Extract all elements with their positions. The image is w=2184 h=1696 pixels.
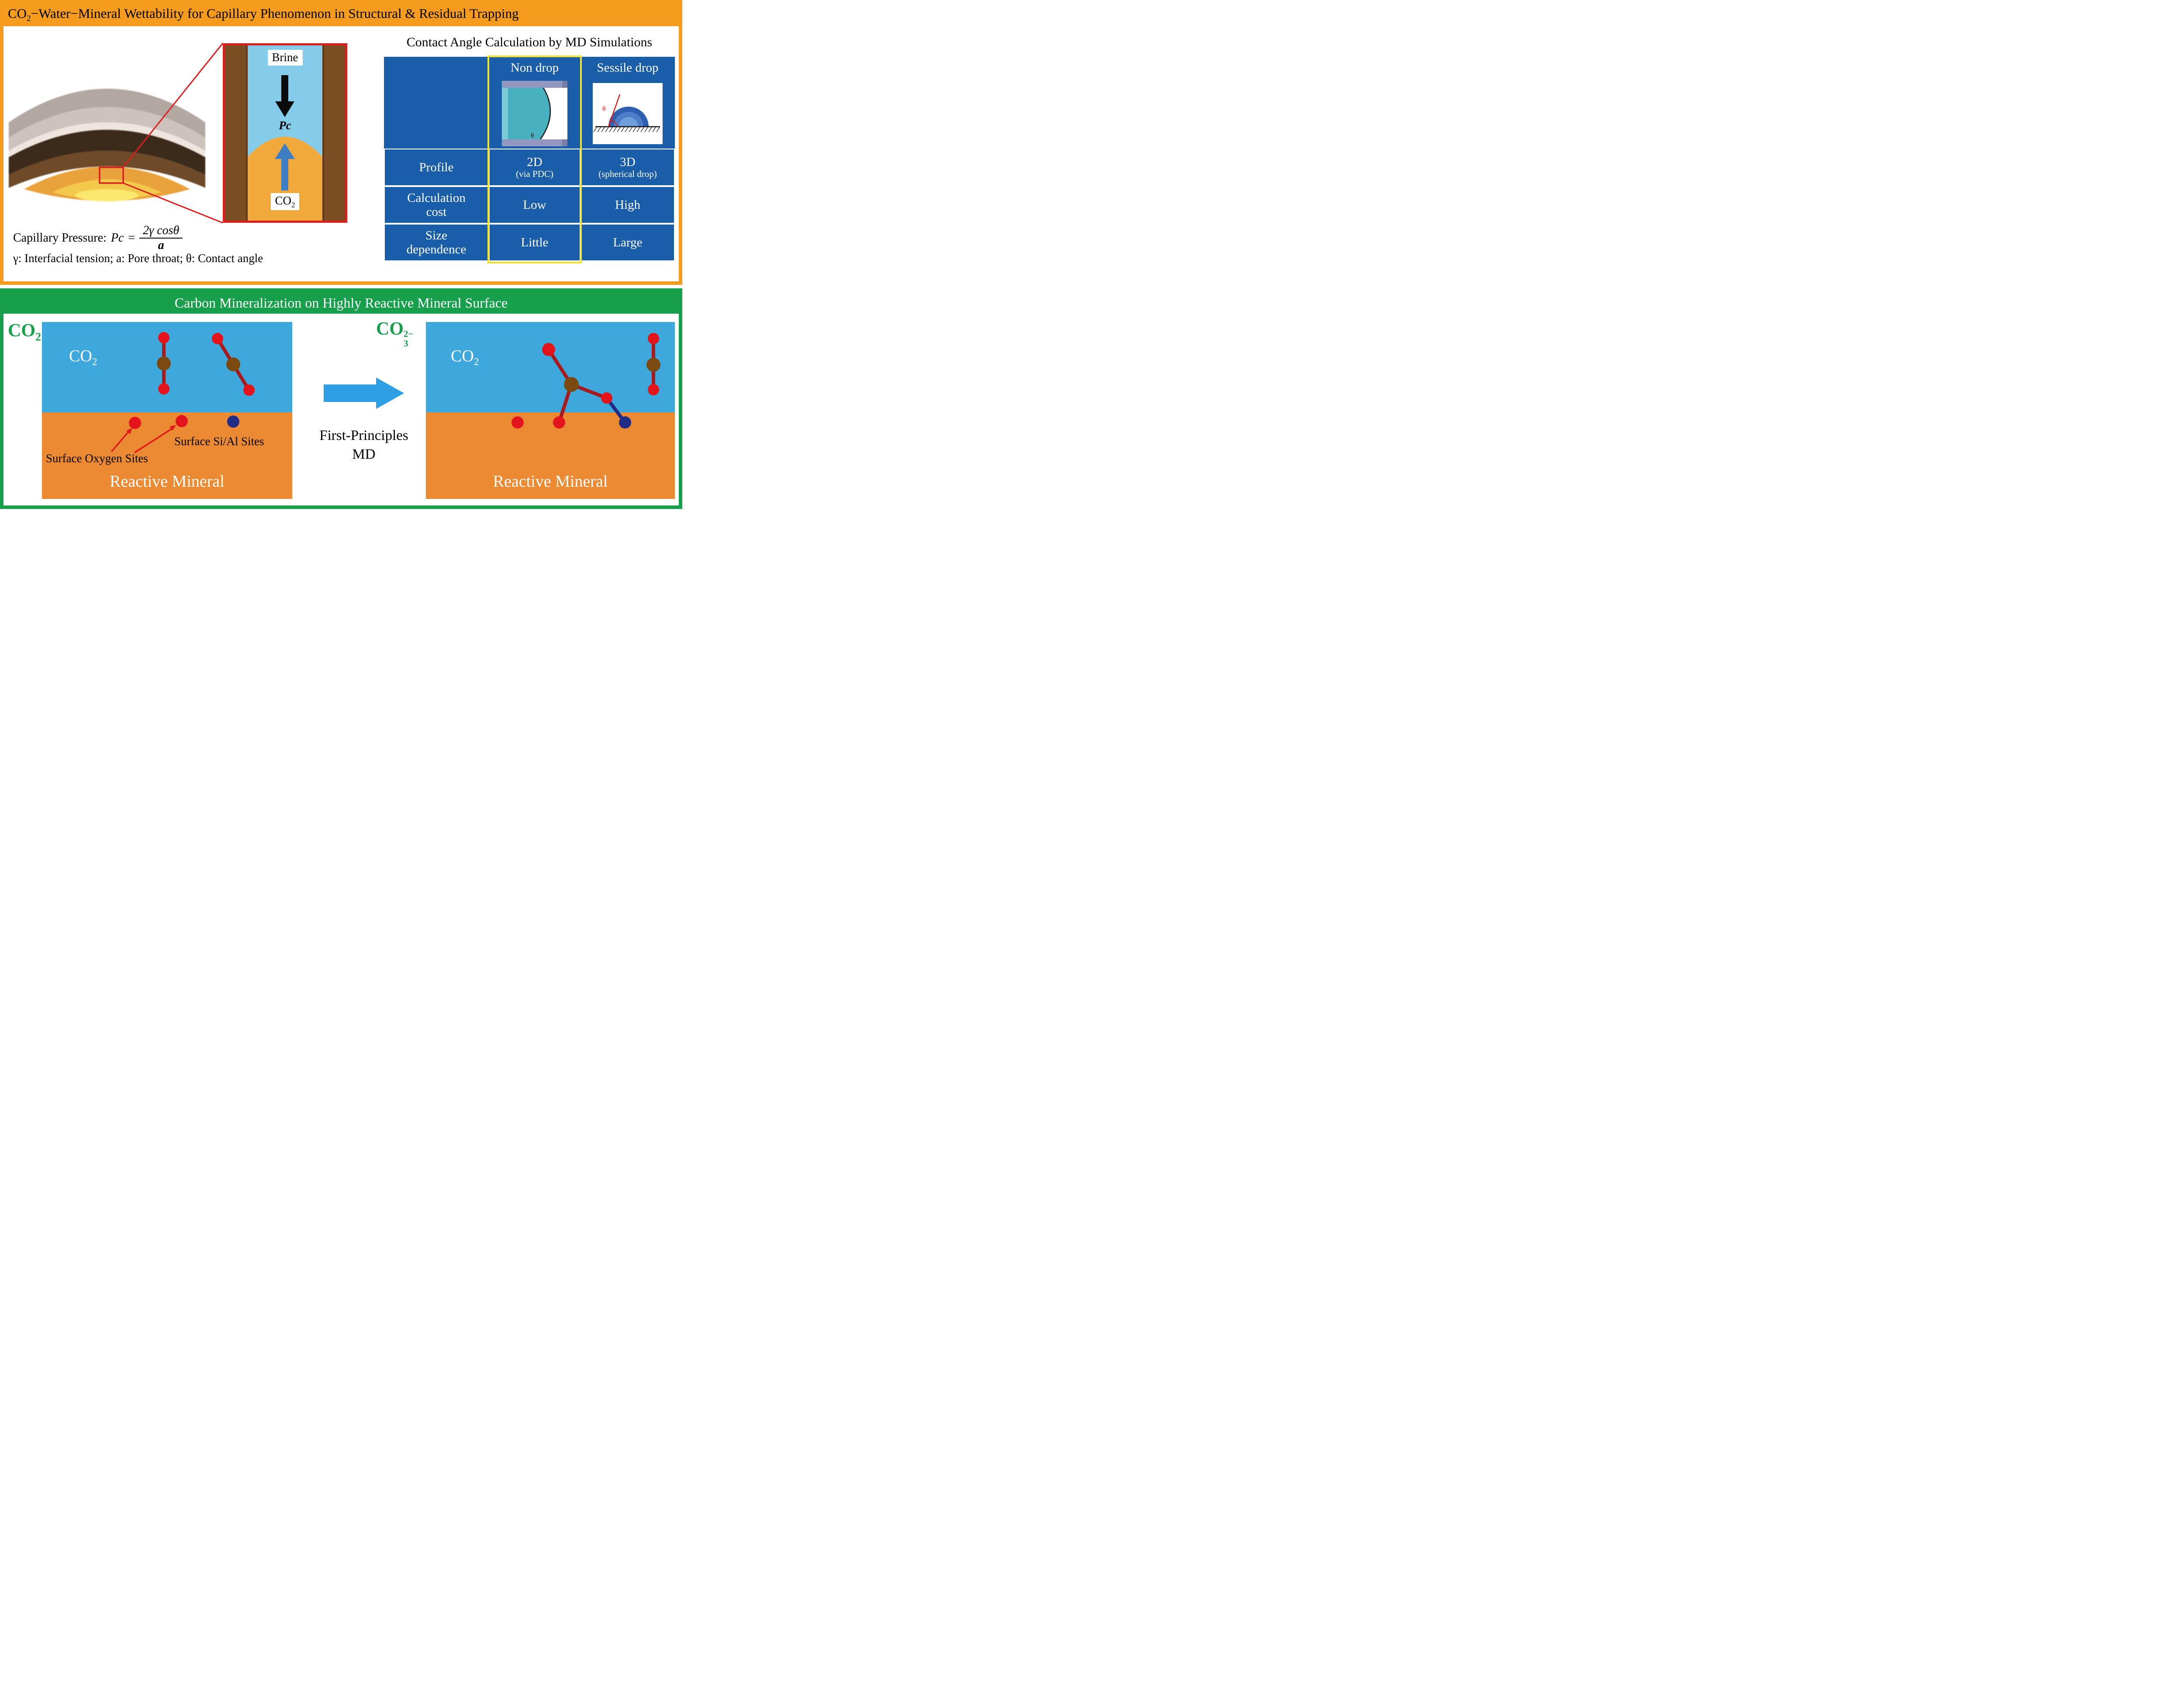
mineralization-title: Carbon Mineralization on Highly Reactive… [174,294,508,311]
cell-size-sessile: Large [581,224,675,261]
bottom-slab [502,139,567,146]
pore-wall-edge-left [246,45,248,221]
md-comparison-table: Non drop Sessile drop [384,55,675,263]
formula-numerator: 2γ cosθ [139,224,183,239]
carbonate-count: 3 [404,338,408,349]
formula-denominator: a [158,239,164,253]
table-corner-cell [384,57,489,79]
pore-co2-label: CO2 [270,193,300,211]
md-table-heading: Contact Angle Calculation by MD Simulati… [406,35,653,49]
co2-trap-lens-core [76,189,138,201]
top-slab [502,81,567,88]
figure-title: CO2−Water−Mineral Wettability for Capill… [8,6,519,24]
co2-corner-base: CO [8,321,35,341]
table-body: Profile 2D (via PDC) 3D (spherical drop)… [384,149,675,261]
profile-sessile-note: (spherical drop) [598,169,657,180]
fluid-co-sub-right: 2 [473,356,479,368]
water-region [502,88,550,139]
interface-profile-line [539,87,551,140]
brine-label: Brine [267,50,303,66]
sessile-drop-image-cell: θ [581,79,675,149]
md-line: MD [352,446,376,462]
fluid-co-sub-left: 2 [92,356,97,368]
brine-label-wrap: Brine [248,50,322,66]
pore-diagram-graphics [225,45,345,221]
title-co: CO [8,6,27,21]
cell-cost-sessile: High [581,186,675,224]
theta-label-non-drop: θ [531,132,534,139]
table-header-row: Non drop Sessile drop [384,57,675,79]
row-label-size-dependence: Size dependence [384,224,489,261]
reactive-mineral-label-right: Reactive Mineral [493,472,608,491]
reactive-mineral-label-left: Reactive Mineral [110,472,225,491]
figure-root: CO2−Water−Mineral Wettability for Capill… [0,0,682,509]
brine-pressure-arrow [275,75,294,117]
carbonate-subsup: 2−3 [404,329,413,348]
mineralization-content: CO2 CO2 Surface Si/Al Sites Surface Oxyg… [3,314,679,505]
cell-profile-non-drop: 2D (via PDC) [489,149,581,186]
reaction-arrow [324,377,404,409]
cell-profile-sessile: 3D (spherical drop) [581,149,675,186]
cell-cost-non-drop: Low [489,186,581,224]
pc-label: Pc [279,119,291,132]
pore-diagram: Brine Pc CO2 [223,43,347,223]
wettability-content: Brine Pc CO2 Capillary Pressure: Pc = 2γ… [3,26,679,281]
wettability-section: CO2−Water−Mineral Wettability for Capill… [0,0,682,285]
carbonate-charge: 2− [404,329,414,339]
profile-non-drop-note: (via PDC) [516,169,553,180]
theta-label-sessile: θ [602,105,606,113]
reservoir-illustration [9,89,205,201]
co2-pressure-arrow [275,143,295,190]
droplet-core [619,117,638,127]
fluid-co-left: CO [69,347,92,365]
capillary-pressure-formula: Capillary Pressure: Pc = 2γ cosθ a [13,224,183,253]
formula-equals: = [128,231,135,245]
contact-angle-arc [611,120,618,127]
carbonate-corner-base: CO [376,319,404,339]
pore-co2-sub: 2 [291,201,295,209]
co2-corner-sub: 2 [35,330,41,343]
table-image-row: θ θ [384,79,675,149]
profile-sessile-value: 3D [620,155,636,169]
co2-fluid-label-left: CO2 [69,348,97,367]
mineralization-title-banner: Carbon Mineralization on Highly Reactive… [3,292,679,314]
row-label-calculation-cost: Calculation cost [384,186,489,224]
formula-label: Capillary Pressure: [13,231,107,245]
formula-fraction: 2γ cosθ a [139,224,183,253]
contact-angle-line [608,94,621,127]
mineralization-section: Carbon Mineralization on Highly Reactive… [0,288,682,509]
water-highlight [502,88,508,139]
first-principles-line: First-Principles [319,428,408,443]
cell-size-non-drop: Little [489,224,581,261]
profile-non-drop-value: 2D [527,155,543,169]
title-rest: −Water−Mineral Wettability for Capillary… [31,6,519,21]
bottom-slab-end [562,139,567,146]
wettability-title-banner: CO2−Water−Mineral Wettability for Capill… [3,3,679,26]
co2-corner-label: CO2 [8,322,41,343]
non-drop-image: θ [502,81,567,146]
surface-oxygen-label: Surface Oxygen Sites [46,452,148,465]
pore-co2-base: CO [275,194,292,207]
pore-wall-edge-right [322,45,324,221]
surface-si-al-label: Surface Si/Al Sites [174,435,264,448]
sessile-drop-image: θ [593,83,663,144]
col-header-non-drop: Non drop [510,60,559,75]
table-corner-cell-2 [384,79,489,149]
title-co-sub: 2 [27,14,31,24]
formula-pc: Pc [111,231,124,245]
first-principles-md-label: First-Principles MD [305,426,423,464]
non-drop-image-cell: θ [489,79,581,149]
col-header-sessile-drop: Sessile drop [597,60,659,75]
mineral-region-left [42,412,292,499]
fluid-co-right: CO [451,347,474,365]
substrate-hatching [593,126,660,132]
pore-co2-label-wrap: CO2 [248,193,322,211]
co2-fluid-label-right: CO2 [451,348,479,367]
top-slab-end [562,81,567,88]
co2-vapor-region [540,88,567,139]
mineral-region-right [426,412,675,499]
formula-legend: γ: Interfacial tension; a: Pore throat; … [13,252,263,265]
row-label-profile: Profile [384,149,489,186]
